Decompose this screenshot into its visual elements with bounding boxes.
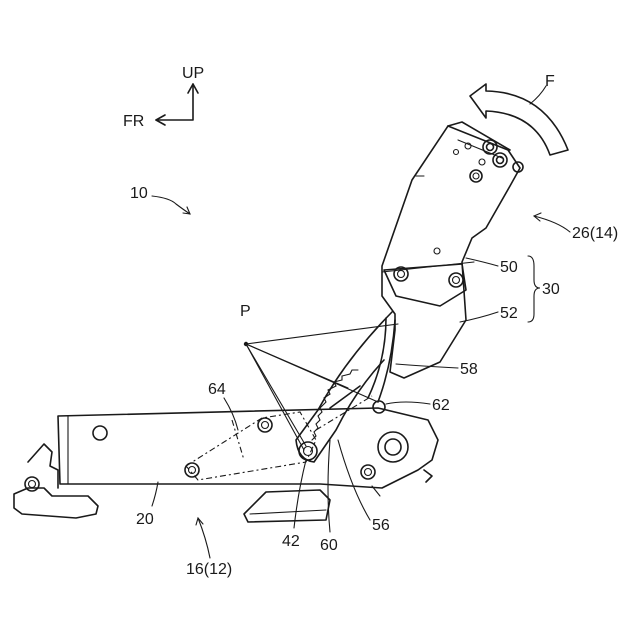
lower-frame-outline [58, 408, 438, 488]
leader-60 [328, 440, 330, 532]
label-p: P [240, 303, 251, 320]
seat-rail [14, 444, 380, 522]
leader-62 [386, 402, 430, 404]
label-30: 30 [542, 281, 560, 298]
frame-hole [93, 426, 107, 440]
label-50: 50 [500, 259, 518, 276]
label-f: F [545, 73, 555, 90]
label-10: 10 [130, 185, 148, 202]
leader-10 [152, 196, 190, 214]
bolt-hole-inner [473, 173, 479, 179]
label-52: 52 [500, 305, 518, 322]
pin-62 [373, 401, 385, 413]
rail-bolt-inner [29, 481, 36, 488]
ray [246, 324, 398, 344]
bracket-bolt-inner [398, 271, 405, 278]
label-up: UP [182, 65, 204, 82]
lower-bolt-inner [365, 469, 372, 476]
front-rail-bracket [28, 444, 58, 488]
back-frame-top-edge [448, 122, 510, 150]
label-58: 58 [460, 361, 478, 378]
label-60: 60 [320, 537, 338, 554]
recliner-disc-inner [385, 439, 401, 455]
frame-hook [424, 470, 432, 482]
recliner-disc [378, 432, 408, 462]
ray [246, 344, 348, 388]
curved-arrow [470, 84, 568, 155]
label-20: 20 [136, 511, 154, 528]
label-62: 62 [432, 397, 450, 414]
label-26: 26(14) [572, 225, 618, 242]
label-fr: FR [123, 113, 144, 130]
leader-26 [534, 216, 570, 232]
lower-bolt [361, 465, 375, 479]
ray [246, 344, 304, 450]
rear-rail-foot [244, 490, 330, 522]
brace-30 [528, 256, 540, 322]
leader-64 [224, 398, 238, 430]
seat-cushion-frame [58, 408, 438, 488]
frame-bolt [258, 418, 272, 432]
direction-indicator: UP FR [123, 65, 204, 130]
leader-56 [338, 440, 370, 520]
ray [246, 344, 306, 446]
small-hole [479, 159, 485, 165]
leader-20 [152, 482, 158, 506]
leader-16 [198, 518, 210, 558]
rail-bolt [25, 477, 39, 491]
seat-back-frame [382, 122, 523, 378]
leader-f [530, 86, 546, 104]
bolt-hole-inner [487, 144, 494, 151]
link-plate-centerline [232, 420, 244, 460]
front-rail-foot [14, 488, 98, 518]
frame-bolt-inner [262, 422, 269, 429]
bracket-bolt-inner [453, 277, 460, 284]
leader-42 [294, 460, 306, 528]
axis-arrows [156, 84, 193, 120]
label-56: 56 [372, 517, 390, 534]
bolt-hole [493, 153, 507, 167]
small-hole [434, 248, 440, 254]
small-hole [454, 150, 459, 155]
bolt-hole [470, 170, 482, 182]
bracket-bolt [449, 273, 463, 287]
label-42: 42 [282, 533, 300, 550]
link-plate-extension [316, 396, 372, 430]
label-64: 64 [208, 381, 226, 398]
rear-rail-seam [250, 510, 326, 514]
label-16: 16(12) [186, 561, 232, 578]
